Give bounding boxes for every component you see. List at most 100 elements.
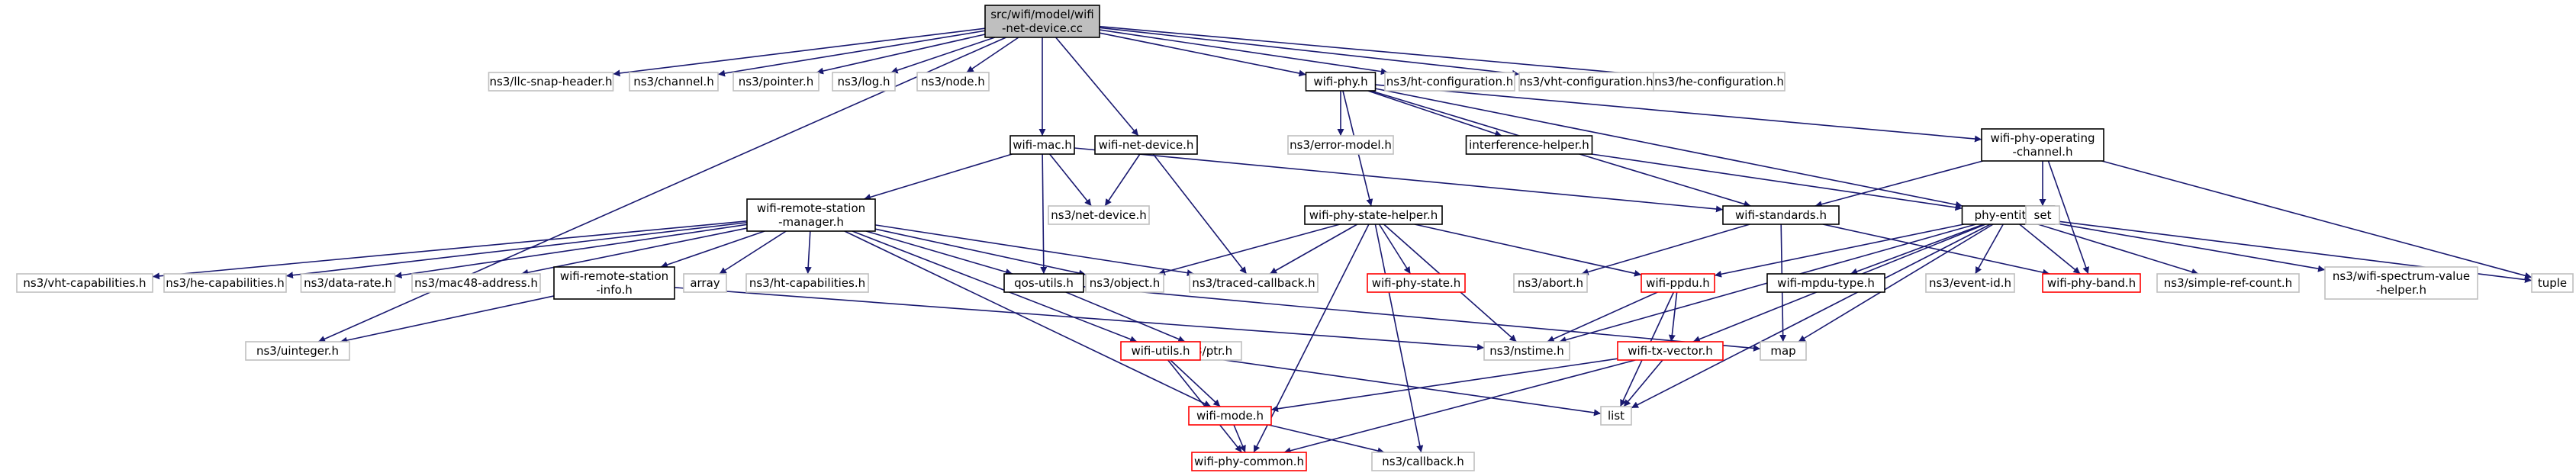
node-wifimode[interactable]: wifi-mode.h (1188, 406, 1272, 426)
node-htconf[interactable]: ns3/ht-configuration.h (1384, 72, 1515, 92)
edge-wifiutils-to-wifimode (1170, 359, 1221, 407)
node-label-qosutils: qos-utils.h (1014, 276, 1074, 290)
node-box-traced (1189, 273, 1319, 293)
node-label-traced: ns3/traced-callback.h (1192, 276, 1315, 290)
node-datarate[interactable]: ns3/data-rate.h (300, 273, 396, 293)
node-netdevice[interactable]: ns3/net-device.h (1048, 205, 1150, 225)
node-box-standards (1722, 205, 1840, 225)
node-vhtcap[interactable]: ns3/vht-capabilities.h (16, 273, 153, 293)
node-array[interactable]: array (683, 273, 727, 293)
node-label-stationinfo: wifi-remote-station (560, 269, 668, 283)
node-hecap[interactable]: ns3/he-capabilities.h (163, 273, 287, 293)
node-set[interactable]: set (2025, 205, 2060, 225)
node-box-array (683, 273, 727, 293)
node-label-statehelper: wifi-phy-state-helper.h (1309, 208, 1438, 222)
node-box-wifimode (1188, 406, 1272, 426)
node-standards[interactable]: wifi-standards.h (1722, 205, 1840, 225)
node-opchannel[interactable]: wifi-phy-operating-channel.h (1981, 128, 2104, 162)
node-interference[interactable]: interference-helper.h (1465, 135, 1593, 155)
node-box-mpdutype (1766, 273, 1885, 293)
edge-wifimode-to-physcommon (1233, 424, 1246, 453)
node-label-map: map (1770, 344, 1795, 358)
edge-remotestation-to-object (874, 228, 1087, 277)
edge-wifimac-to-netdevice (1049, 153, 1092, 207)
node-simpleref[interactable]: ns3/simple-ref-count.h (2156, 273, 2300, 293)
node-pointer[interactable]: ns3/pointer.h (733, 72, 819, 92)
node-root[interactable]: src/wifi/model/wifi-net-device.cc (984, 5, 1100, 38)
node-box-wifinetdev (1094, 135, 1198, 155)
node-log[interactable]: ns3/log.h (832, 72, 896, 92)
edge-phyentity-to-spectrum (2054, 222, 2326, 272)
node-wifiphy[interactable]: wifi-phy.h (1305, 72, 1377, 92)
node-label-vhtconf: ns3/vht-configuration.h (1519, 75, 1653, 88)
node-heconf[interactable]: ns3/he-configuration.h (1653, 72, 1785, 92)
edge-wifimode-to-callback (1268, 424, 1385, 455)
node-label-llc: ns3/llc-snap-header.h (489, 75, 612, 88)
node-errormodel[interactable]: ns3/error-model.h (1287, 135, 1394, 155)
node-callback[interactable]: ns3/callback.h (1371, 452, 1475, 471)
edge-statehelper-to-object (1158, 224, 1341, 275)
node-box-datarate (300, 273, 396, 293)
node-label-uinteger: ns3/uinteger.h (256, 344, 339, 358)
node-list[interactable]: list (1600, 406, 1632, 426)
node-physstate[interactable]: wifi-phy-state.h (1367, 273, 1466, 293)
edge-statehelper-to-callback (1374, 224, 1424, 453)
node-eventid[interactable]: ns3/event-id.h (1925, 273, 2015, 293)
node-statehelper[interactable]: wifi-phy-state-helper.h (1304, 205, 1443, 225)
node-traced[interactable]: ns3/traced-callback.h (1189, 273, 1319, 293)
node-box-ppdu (1641, 273, 1715, 293)
node-box-phyband (2042, 273, 2141, 293)
edge-standards-to-phyband (1822, 224, 2050, 276)
node-tuple[interactable]: tuple (2531, 273, 2574, 293)
node-box-eventid (1925, 273, 2015, 293)
node-box-simpleref (2156, 273, 2300, 293)
node-map[interactable]: map (1760, 341, 1807, 361)
node-txvector[interactable]: wifi-tx-vector.h (1617, 341, 1724, 361)
node-uinteger[interactable]: ns3/uinteger.h (245, 341, 350, 361)
node-mac48[interactable]: ns3/mac48-address.h (411, 273, 541, 293)
node-label-set: set (2034, 208, 2052, 222)
node-box-abort (1513, 273, 1588, 293)
edge-standards-to-abort (1581, 224, 1750, 275)
node-box-nstime (1483, 341, 1570, 361)
node-phyband[interactable]: wifi-phy-band.h (2042, 273, 2141, 293)
node-label-heconf: ns3/he-configuration.h (1654, 75, 1784, 88)
node-box-txvector (1617, 341, 1724, 361)
node-box-interference (1465, 135, 1593, 155)
node-vhtconf[interactable]: ns3/vht-configuration.h (1518, 72, 1654, 92)
node-node[interactable]: ns3/node.h (916, 72, 990, 92)
node-mpdutype[interactable]: wifi-mpdu-type.h (1766, 273, 1885, 293)
node-box-set (2025, 205, 2060, 225)
node-wifimac[interactable]: wifi-mac.h (1009, 135, 1075, 155)
node-box-vhtconf (1518, 72, 1654, 92)
node-nstime[interactable]: ns3/nstime.h (1483, 341, 1570, 361)
edge-root-to-channel (717, 30, 986, 77)
node-ppdu[interactable]: wifi-ppdu.h (1641, 273, 1715, 293)
edge-opchannel-to-phyband (2047, 160, 2089, 275)
node-box-stationinfo (553, 266, 675, 300)
node-htcap[interactable]: ns3/ht-capabilities.h (745, 273, 869, 293)
edge-opchannel-to-standards (1814, 160, 1983, 208)
node-box-heconf (1653, 72, 1785, 92)
node-qosutils[interactable]: qos-utils.h (1003, 273, 1084, 293)
edge-root-to-heconf (1099, 25, 1654, 79)
node-label-interference: interference-helper.h (1469, 138, 1589, 152)
node-stationinfo[interactable]: wifi-remote-station-info.h (553, 266, 675, 300)
edge-phyentity-to-phyband (2019, 224, 2081, 275)
node-channel[interactable]: ns3/channel.h (629, 72, 719, 92)
node-object[interactable]: ns3/object.h (1085, 273, 1164, 293)
node-wifiutils[interactable]: wifi-utils.h (1120, 341, 1201, 361)
node-spectrum[interactable]: ns3/wifi-spectrum-value-helper.h (2324, 266, 2478, 300)
node-remotestation[interactable]: wifi-remote-station-manager.h (746, 198, 876, 232)
node-abort[interactable]: ns3/abort.h (1513, 273, 1588, 293)
edge-remotestation-to-wifiutils (852, 230, 1138, 343)
edge-wifimac-to-remotestation (863, 153, 1013, 201)
node-wifinetdev[interactable]: wifi-net-device.h (1094, 135, 1198, 155)
edge-remotestation-to-vhtcap (152, 220, 748, 280)
node-llc[interactable]: ns3/llc-snap-header.h (488, 72, 614, 92)
nodes-layer: src/wifi/model/wifi-net-device.cc ns3/llc… (16, 5, 2574, 471)
edge-remotestation-to-stationinfo (660, 230, 765, 269)
edge-wifinetdev-to-netdevice (1104, 153, 1141, 207)
edge-statehelper-to-traced (1269, 224, 1358, 275)
node-physcommon[interactable]: wifi-phy-common.h (1191, 452, 1307, 471)
